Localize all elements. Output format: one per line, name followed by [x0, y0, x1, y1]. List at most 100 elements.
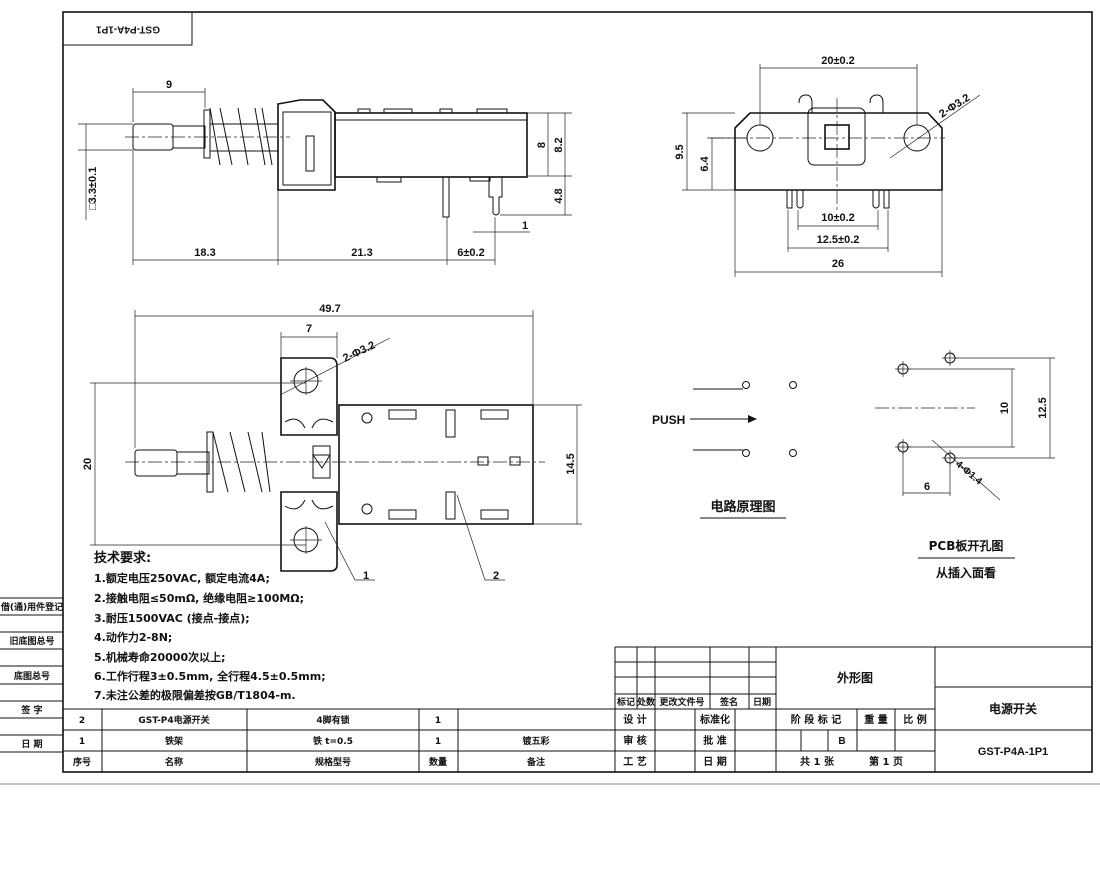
parts-list: 2 GST-P4电源开关 4脚有锁 1 1 铁架 铁 t=0.5 1 镀五彩 序… [63, 708, 615, 772]
rev-header: 处数 [636, 696, 656, 708]
dim-label: 4.8 [553, 188, 565, 203]
dim-label: 20±0.2 [821, 55, 855, 67]
dim-label: 6 [924, 481, 930, 493]
rev-header: 更改文件号 [659, 696, 704, 708]
dim-label: 10 [999, 402, 1011, 414]
design-label: 设 计 [623, 713, 646, 726]
tech-heading: 技术要求: [94, 550, 151, 566]
front-view: 20±0.2 2-Φ3.2 9.5 6.4 10±0.2 12.5±0.2 26 [674, 55, 981, 277]
push-label: PUSH [652, 413, 685, 427]
scale-label: 比 例 [903, 713, 926, 726]
header-cell: 规格型号 [315, 756, 351, 768]
sheet-count: 共 1 张 [800, 755, 835, 768]
dim-label: 21.3 [351, 247, 372, 259]
bracket-lower [280, 491, 338, 572]
dim-label: 4-Φ1.4 [953, 459, 984, 488]
dim-label: 18.3 [194, 247, 215, 259]
dim-label: 9.5 [674, 144, 686, 159]
process-label: 工 艺 [623, 755, 646, 768]
stamp-label: 旧底图总号 [9, 635, 54, 647]
circuit-diagram: PUSH 电路原理图 [652, 381, 797, 519]
header-cell: 数量 [429, 756, 447, 768]
dim-label: 8 [536, 142, 548, 148]
tech-item: 7.未注公差的极限偏差按GB/T1804-m. [94, 688, 296, 702]
dim-label: 14.5 [565, 453, 577, 474]
dim-label: 12.5 [1037, 397, 1049, 418]
callout-2: 2 [493, 570, 499, 582]
cell: 1 [435, 737, 441, 747]
cell: 1 [79, 737, 85, 747]
dim-label: 1 [522, 220, 528, 232]
stamp-label: 日 期 [21, 738, 42, 750]
callout-leaders [324, 494, 505, 581]
cell: 1 [435, 716, 441, 726]
stamp-column: 借(通)用件登记 旧底图总号 底图总号 签 字 日 期 [0, 598, 63, 772]
spring [209, 107, 273, 166]
product-name: 电源开关 [989, 701, 1037, 716]
actuator [807, 107, 866, 166]
cell: 铁 t=0.5 [313, 735, 353, 747]
drawing-number: GST-P4A-1P1 [978, 746, 1048, 758]
dim-label: 26 [832, 258, 844, 270]
dim-label: 8.2 [553, 137, 565, 152]
dim-label: 2-Φ3.2 [341, 339, 377, 364]
table-row: 1 铁架 铁 t=0.5 1 镀五彩 [79, 735, 550, 747]
top-view: 49.7 7 2-Φ3.2 20 14.5 1 2 [82, 303, 582, 582]
plunger-tip [134, 449, 178, 477]
tech-item: 5.机械寿命20000次以上; [94, 650, 226, 664]
dim-label: 6±0.2 [457, 247, 484, 259]
pcb-subtitle: 从插入面看 [936, 565, 996, 580]
pin [442, 176, 450, 218]
cell: 4脚有锁 [316, 714, 349, 726]
drawing-frame [62, 11, 1093, 773]
switch-body [334, 112, 528, 178]
cell: 铁架 [165, 735, 183, 747]
bracket [277, 99, 336, 191]
pin [488, 177, 503, 216]
dim-label: 20 [82, 458, 94, 470]
cell: GST-P4电源开关 [138, 714, 209, 726]
dim-label: 49.7 [319, 303, 340, 315]
review-label: 审 核 [623, 734, 646, 747]
rev-header: 日期 [753, 696, 771, 708]
stamp-label: 借(通)用件登记 [0, 601, 63, 613]
cell: 2 [79, 716, 85, 726]
corner-code-box: GST-P4A-1P1 [62, 11, 193, 46]
rev-header: 标记 [616, 696, 635, 708]
side-view: 9 □3.3±0.1 18.3 21.3 6±0.2 1 8 8.2 4.8 [78, 79, 572, 265]
bracket-upper [280, 357, 338, 436]
dim-label: 7 [306, 323, 312, 335]
pcb-hole-diagram: 10 12.5 6 4-Φ1.4 PCB板开孔图 从插入面看 [875, 350, 1055, 580]
title-block: 标记 处数 更改文件号 签名 日期 设 计 审 核 工 艺 标准化 批 准 日 … [614, 646, 1092, 772]
date-label: 日 期 [703, 755, 726, 768]
tech-item: 3.耐压1500VAC (接点-接点); [94, 611, 250, 625]
header-cell: 备注 [526, 756, 545, 768]
dim-label: 9 [166, 79, 172, 91]
cell: 镀五彩 [522, 735, 549, 747]
drawing-type: 外形图 [837, 670, 873, 685]
header-cell: 序号 [73, 756, 91, 768]
weight-label: 重 量 [864, 713, 887, 726]
dim-label: 12.5±0.2 [817, 234, 860, 246]
table-header: 序号 名称 规格型号 数量 备注 [73, 756, 545, 768]
rev-header: 签名 [719, 696, 738, 708]
dim-label: 2-Φ3.2 [937, 92, 972, 121]
tech-item: 2.接触电阻≤50mΩ, 绝缘电阻≥100MΩ; [94, 591, 304, 605]
corner-code: GST-P4A-1P1 [96, 23, 160, 34]
pcb-title: PCB板开孔图 [929, 538, 1004, 553]
switch-body [338, 404, 534, 525]
stamp-label: 签 字 [20, 704, 42, 716]
sheet-number: 第 1 页 [869, 755, 903, 768]
tech-item: 6.工作行程3±0.5mm, 全行程4.5±0.5mm; [94, 669, 326, 683]
standardize-label: 标准化 [699, 713, 730, 726]
stamp-label: 底图总号 [14, 670, 50, 682]
plunger-shaft [172, 125, 206, 149]
stage-value: B [838, 736, 845, 747]
callout-1: 1 [363, 570, 369, 582]
header-cell: 名称 [165, 756, 183, 768]
dim-label: 6.4 [699, 155, 711, 171]
dim-label: □3.3±0.1 [87, 167, 99, 210]
table-row: 2 GST-P4电源开关 4脚有锁 1 [79, 714, 441, 726]
tech-item: 4.动作力2-8N; [94, 630, 172, 644]
